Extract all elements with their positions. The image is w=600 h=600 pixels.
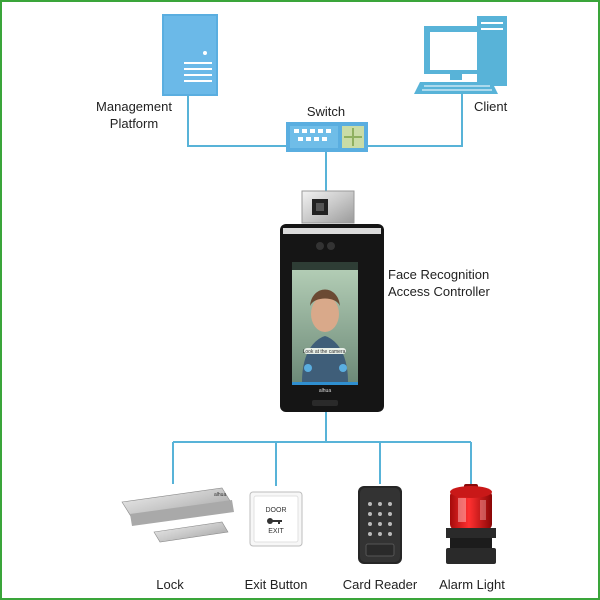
controller-brand: alhua <box>319 388 331 394</box>
card-reader <box>358 486 402 564</box>
svg-text:alhua: alhua <box>214 492 226 498</box>
line-client-switch <box>368 94 463 147</box>
server-icon <box>162 14 218 96</box>
switch-icon <box>286 122 368 152</box>
controller-label-line2: Access Controller <box>388 284 490 299</box>
face-recognition-controller: alhua <box>280 190 384 412</box>
exit-button: DOOR EXIT <box>249 491 303 547</box>
card-reader-label: Card Reader <box>342 577 418 592</box>
screen-caption: Look at the camera <box>302 349 346 355</box>
key-icon <box>267 518 282 524</box>
management-platform-label-line1: Management <box>96 99 172 114</box>
line-platform-switch <box>187 96 286 147</box>
exit-plate-door-text: DOOR <box>266 507 287 514</box>
controller-label: Face Recognition Access Controller <box>388 266 490 300</box>
switch-label: Switch <box>306 104 346 119</box>
exit-plate-exit-text: EXIT <box>268 528 284 535</box>
management-platform-label-line2: Platform <box>109 116 159 131</box>
management-platform-label: Management Platform <box>84 98 184 132</box>
computer-icon <box>414 16 507 94</box>
client-label: Client <box>474 99 508 114</box>
exit-button-label: Exit Button <box>244 577 308 592</box>
lock-label: Lock <box>156 577 184 592</box>
alarm-light <box>446 484 496 564</box>
controller-label-line1: Face Recognition <box>388 267 490 282</box>
connection-lines <box>172 94 472 486</box>
alarm-light-label: Alarm Light <box>439 577 505 592</box>
magnetic-lock: alhua <box>121 487 234 543</box>
